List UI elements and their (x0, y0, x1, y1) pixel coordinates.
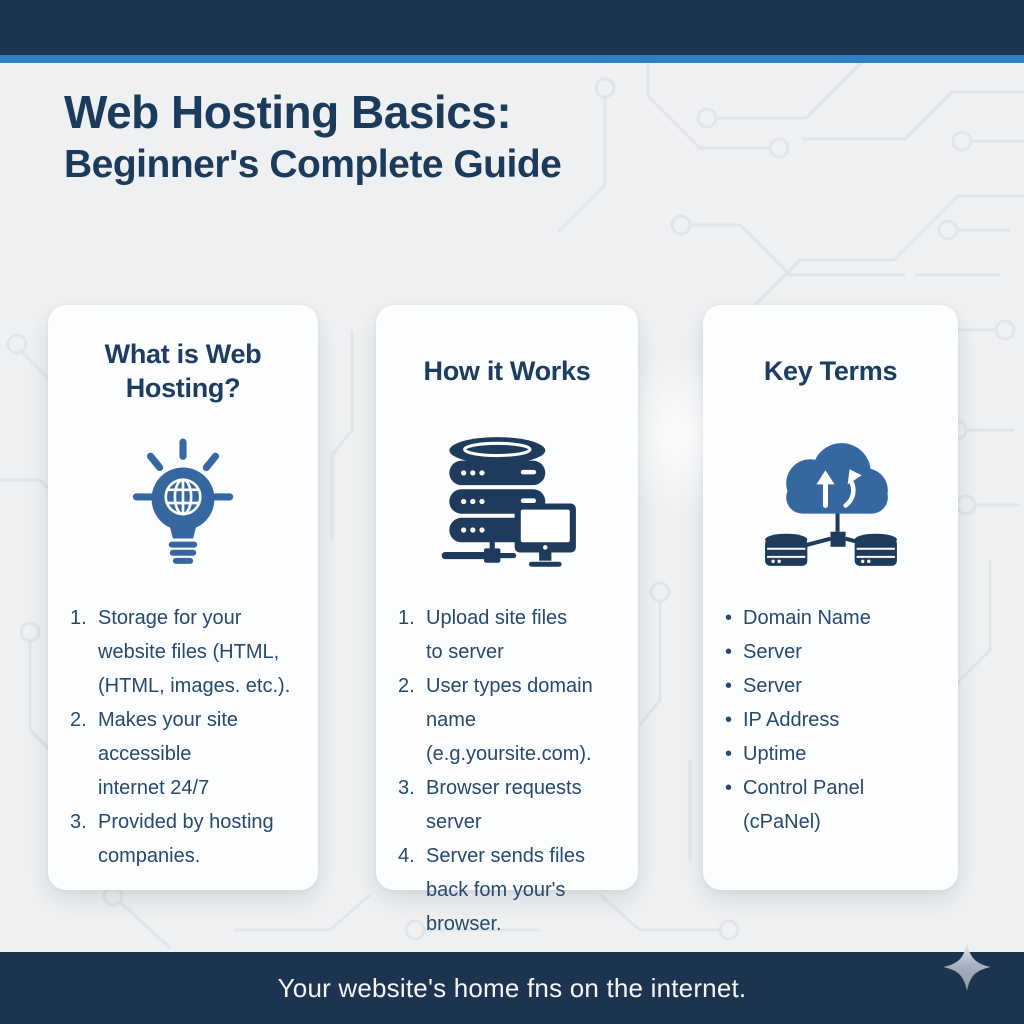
list-item: 4. Server sends files back fom your's bro… (398, 839, 628, 941)
list-item: • Domain Name (725, 601, 948, 635)
list-item-marker: • (725, 607, 733, 629)
list-item-text: Server (743, 641, 802, 663)
list-item-marker: • (725, 709, 733, 731)
footer-bar: Your website's home fns on the internet. (0, 952, 1024, 1024)
list-item-marker: • (725, 675, 733, 697)
list-item-marker: • (725, 777, 733, 799)
list-item-text: IP Address (743, 709, 840, 731)
list-item-text: Browser requests server (426, 777, 582, 833)
list-item-text: Server sends files back fom your's brows… (426, 845, 585, 935)
cloud-upload-network-icon-svg (764, 443, 897, 566)
card-list: 1. Storage for your website files (HTML, … (48, 587, 318, 873)
list-item: • Control Panel (cPaNel) (725, 771, 948, 839)
list-item-marker: 1. (398, 607, 415, 629)
cloud-upload-network-icon (703, 419, 958, 587)
list-item-marker: 3. (70, 811, 87, 833)
list-item: 1. Upload site files to server (398, 601, 628, 669)
list-item-text: Makes your site accessible internet 24/7 (98, 709, 239, 799)
top-navy-bar (0, 0, 1024, 55)
list-item-marker: 3. (398, 777, 415, 799)
list-item-text: Server (743, 675, 802, 697)
server-monitor-icon (376, 419, 638, 587)
list-item-text: Storage for your website files (HTML, (H… (98, 607, 291, 697)
card-how-it-works: How it Works (376, 305, 638, 935)
card-title: Key Terms (763, 356, 898, 386)
page-title: Web Hosting Basics: Beginner's Complete … (64, 84, 562, 190)
list-item: • IP Address (725, 703, 948, 737)
list-item: 2. User types domain name (e.g.yoursite.c… (398, 669, 628, 771)
footer-tagline: Your website's home fns on the internet. (277, 972, 747, 1003)
list-item-text: Uptime (743, 743, 807, 765)
list-item: 3. Provided by hosting companies. (70, 805, 308, 873)
card-title: What is Web Hosting? (104, 339, 262, 403)
lightbulb-globe-icon-svg (132, 438, 234, 564)
list-item-marker: 1. (70, 607, 87, 629)
card-list: 1. Upload site files to server 2. User typ… (376, 587, 638, 941)
list-item-text: Control Panel (cPaNel) (743, 777, 865, 833)
card-title: How it Works (423, 356, 591, 386)
server-monitor-icon-svg (441, 437, 576, 567)
list-item: • Server (725, 669, 948, 703)
list-item: 2. Makes your site accessible internet 24… (70, 703, 308, 805)
list-item-marker: 2. (70, 709, 87, 731)
list-item: 3. Browser requests server (398, 771, 628, 839)
list-item-text: Domain Name (743, 607, 871, 629)
card-list: • Domain Name • Server • Server • IP Address… (703, 587, 958, 839)
list-item: • Server (725, 635, 948, 669)
list-item-marker: • (725, 743, 733, 765)
list-item-text: Provided by hosting companies. (98, 811, 274, 867)
list-item-text: User types domain name (e.g.yoursite.com… (426, 675, 593, 765)
list-item-marker: 4. (398, 845, 415, 867)
page-title-line2: Beginner's Complete Guide (64, 143, 562, 186)
list-item: 1. Storage for your website files (HTML, … (70, 601, 308, 703)
list-item-marker: • (725, 641, 733, 663)
accent-stripe (0, 55, 1024, 63)
card-what-is-web-hosting: What is Web Hosting? (48, 305, 318, 890)
lightbulb-globe-icon (48, 419, 318, 587)
sparkle-icon (943, 943, 991, 991)
list-item-text: Upload site files to server (426, 607, 568, 663)
list-item: • Uptime (725, 737, 948, 771)
card-key-terms: Key Terms (703, 305, 958, 890)
page-title-line1: Web Hosting Basics: (64, 86, 512, 138)
list-item-marker: 2. (398, 675, 415, 697)
